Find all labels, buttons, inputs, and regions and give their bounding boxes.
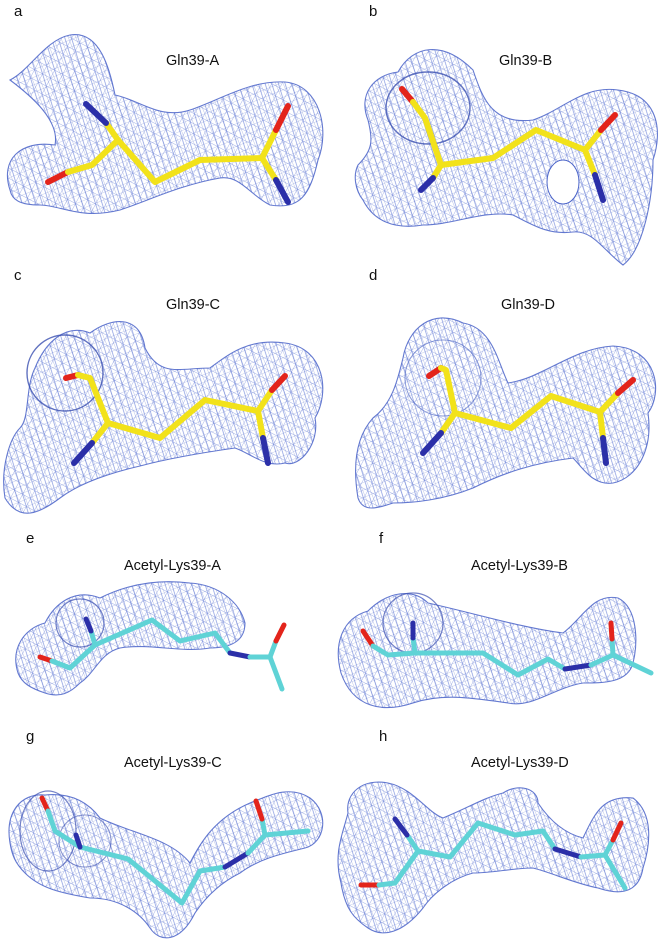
panel-letter: b [369, 3, 378, 20]
panel-title: Acetyl-Lys39-A [124, 558, 221, 574]
density-map-acetyl-lys39-b [337, 592, 654, 709]
panel-f: f Acetyl-Lys39-B [333, 523, 666, 723]
stick-model-acetyl-lys [39, 795, 311, 906]
density-map-acetyl-lys39-d [337, 781, 650, 934]
panel-g: g Acetyl-Lys39-C [0, 723, 333, 948]
panel-title: Acetyl-Lys39-C [124, 755, 222, 771]
panel-title: Gln39-B [499, 53, 553, 69]
panel-letter: d [369, 267, 378, 284]
stick-model-acetyl-lys [37, 616, 287, 692]
panel-d: d Gln39-D [333, 268, 666, 523]
stick-model-acetyl-lys [360, 620, 654, 678]
electron-density-mesh [354, 49, 658, 266]
electron-density-mesh [8, 790, 324, 939]
stick-model-acetyl-lys [358, 816, 628, 891]
panel-letter: c [14, 267, 22, 284]
panel-a: a Gln39-A [0, 0, 333, 240]
panel-letter: h [379, 728, 388, 745]
density-map-gln39-d [355, 317, 657, 509]
panel-title: Gln39-A [166, 53, 220, 69]
stick-model-gln [45, 101, 291, 205]
stick-model-gln [399, 86, 618, 203]
panel-letter: f [379, 530, 384, 547]
density-map-gln39-b [354, 49, 658, 266]
panel-title: Acetyl-Lys39-B [471, 558, 568, 574]
panel-h: h Acetyl-Lys39-D [333, 723, 666, 948]
panel-letter: e [26, 530, 35, 547]
panel-title: Gln39-D [501, 297, 555, 313]
panel-b: b Gln39-B [333, 0, 666, 270]
electron-density-mesh [6, 34, 324, 214]
panel-e: e Acetyl-Lys39-A [0, 523, 333, 723]
density-map-acetyl-lys39-c [8, 790, 324, 939]
density-map-gln39-a [6, 34, 324, 214]
panel-letter: g [26, 728, 35, 745]
stick-model-gln [420, 365, 636, 466]
density-map-acetyl-lys39-a [15, 581, 287, 696]
panel-letter: a [14, 3, 23, 20]
panel-c: c Gln39-C [0, 268, 333, 523]
electron-density-mesh [337, 781, 650, 934]
panel-title: Acetyl-Lys39-D [471, 755, 569, 771]
electron-density-mesh [15, 581, 246, 696]
electron-density-mesh [3, 321, 324, 514]
stick-model-gln [63, 372, 288, 466]
panel-title: Gln39-C [166, 297, 220, 313]
electron-density-mesh [355, 317, 657, 509]
density-map-gln39-c [3, 321, 324, 514]
